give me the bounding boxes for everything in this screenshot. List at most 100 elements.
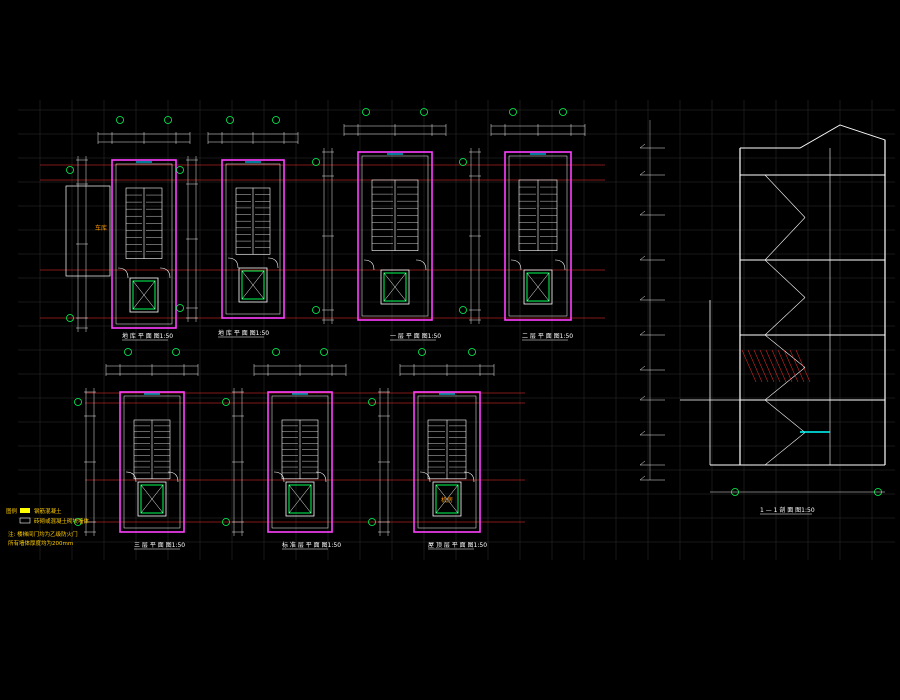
hatched-stair xyxy=(741,349,811,383)
axis-bubble xyxy=(468,348,476,356)
door-swing xyxy=(463,471,475,483)
axis-bubble xyxy=(116,116,124,124)
elevator-shaft xyxy=(129,277,159,313)
plan-outer-wall xyxy=(504,151,572,321)
plan-title: 二 层 平 面 图1:50 xyxy=(522,333,573,340)
axis-bubble xyxy=(226,116,234,124)
elevator-shaft xyxy=(523,269,553,305)
axis-bubble xyxy=(420,108,428,116)
elevator-car xyxy=(435,484,459,514)
section-drawing: 1 — 1 剖 面 图1:50 xyxy=(639,120,886,515)
elevator-shaft xyxy=(137,481,167,517)
plan-title: 标 准 层 平 面 图1:50 xyxy=(282,541,341,549)
door-swing xyxy=(510,259,522,271)
door-swing xyxy=(419,471,431,483)
axis-bubble xyxy=(164,116,172,124)
level-mark xyxy=(639,210,646,216)
legend-item-masonry: 砖砌或混凝土砌块墙体 xyxy=(34,517,90,525)
axis-bubble xyxy=(74,398,82,406)
door-swing xyxy=(363,259,375,271)
axis-bubble xyxy=(459,158,467,166)
plan-inner-wall xyxy=(123,395,181,529)
hatch-line xyxy=(759,349,775,383)
floor-plan: 标 准 层 平 面 图1:50 xyxy=(222,348,347,550)
level-mark xyxy=(639,170,646,176)
hatch-line xyxy=(771,349,787,383)
plan-title: 屋 顶 层 平 面 图1:50 xyxy=(428,542,487,549)
stair-flight xyxy=(764,217,806,261)
axis-bubble xyxy=(368,398,376,406)
legend-swatch-masonry xyxy=(19,517,31,524)
elevator-shaft xyxy=(380,269,410,305)
stair-flight xyxy=(764,174,806,218)
door-swing xyxy=(415,259,427,271)
axis-bubble xyxy=(66,314,74,322)
plan-room-label: 机房 xyxy=(441,496,453,504)
legend-note-wall: 所有墙体厚度均为200mm xyxy=(8,539,73,547)
elevator-cross xyxy=(526,272,550,302)
hatch-line xyxy=(789,349,805,383)
door-swing xyxy=(227,257,239,269)
floor-plan: 三 层 平 面 图1:50 xyxy=(74,348,199,550)
plan-outer-wall xyxy=(267,391,333,533)
elevator-car xyxy=(288,484,312,514)
elevator-shaft xyxy=(432,481,462,517)
level-mark xyxy=(639,395,646,401)
axis-bubble xyxy=(559,108,567,116)
axis-bubble xyxy=(222,398,230,406)
door-swing xyxy=(117,267,129,279)
elevator-car xyxy=(526,272,550,302)
plan-outer-wall xyxy=(221,159,285,319)
door-swing xyxy=(125,471,137,483)
door-swing xyxy=(167,471,179,483)
axis-bubble xyxy=(272,116,280,124)
stair-flight xyxy=(764,297,806,336)
elevator-cross xyxy=(241,270,265,300)
hatch-line xyxy=(741,349,757,383)
axis-bubble xyxy=(459,306,467,314)
hatch-line xyxy=(795,349,811,383)
level-mark xyxy=(639,365,646,371)
door-swing xyxy=(315,471,327,483)
elevator-car xyxy=(132,280,156,310)
axis-bubble xyxy=(418,348,426,356)
plan-inner-wall xyxy=(225,163,281,315)
axis-bubble xyxy=(509,108,517,116)
elevator-cross xyxy=(383,272,407,302)
elevator-car xyxy=(241,270,265,300)
background-grid xyxy=(18,100,895,560)
plan-outer-wall xyxy=(413,391,481,533)
legend-item-concrete: 钢筋混凝土 xyxy=(34,507,62,515)
floor-plan: 二 层 平 面 图1:50 xyxy=(459,108,586,341)
axis-bubble xyxy=(272,348,280,356)
hatch-line xyxy=(783,349,799,383)
axis-bubble xyxy=(176,304,184,312)
level-mark xyxy=(639,475,646,481)
legend-label: 图例 xyxy=(6,507,18,515)
hatch-line xyxy=(765,349,781,383)
plan-inner-wall xyxy=(115,163,173,325)
elevator-cross xyxy=(435,484,459,514)
level-mark xyxy=(639,330,646,336)
axis-bubble xyxy=(124,348,132,356)
stair-flight xyxy=(764,259,806,298)
section-title: 1 — 1 剖 面 图1:50 xyxy=(760,506,815,514)
elevator-cross xyxy=(132,280,156,310)
elevator-car xyxy=(383,272,407,302)
axis-bubble xyxy=(362,108,370,116)
axis-bubble xyxy=(312,158,320,166)
plan-title: 地 库 平 面 图1:50 xyxy=(218,329,269,337)
plan-title: 一 层 平 面 图1:50 xyxy=(390,333,441,340)
axis-bubble xyxy=(74,518,82,526)
hatch-line xyxy=(777,349,793,383)
stair-flight xyxy=(764,367,806,401)
axis-bubble xyxy=(222,518,230,526)
elevator-shaft xyxy=(238,267,268,303)
elevator-cross xyxy=(288,484,312,514)
plan-title: 地 库 平 面 图1:50 xyxy=(122,332,173,340)
floor-plan: 一 层 平 面 图1:50 xyxy=(312,108,447,341)
level-mark xyxy=(639,430,646,436)
floor-plan: 屋 顶 层 平 面 图1:50 机房 xyxy=(368,348,495,550)
